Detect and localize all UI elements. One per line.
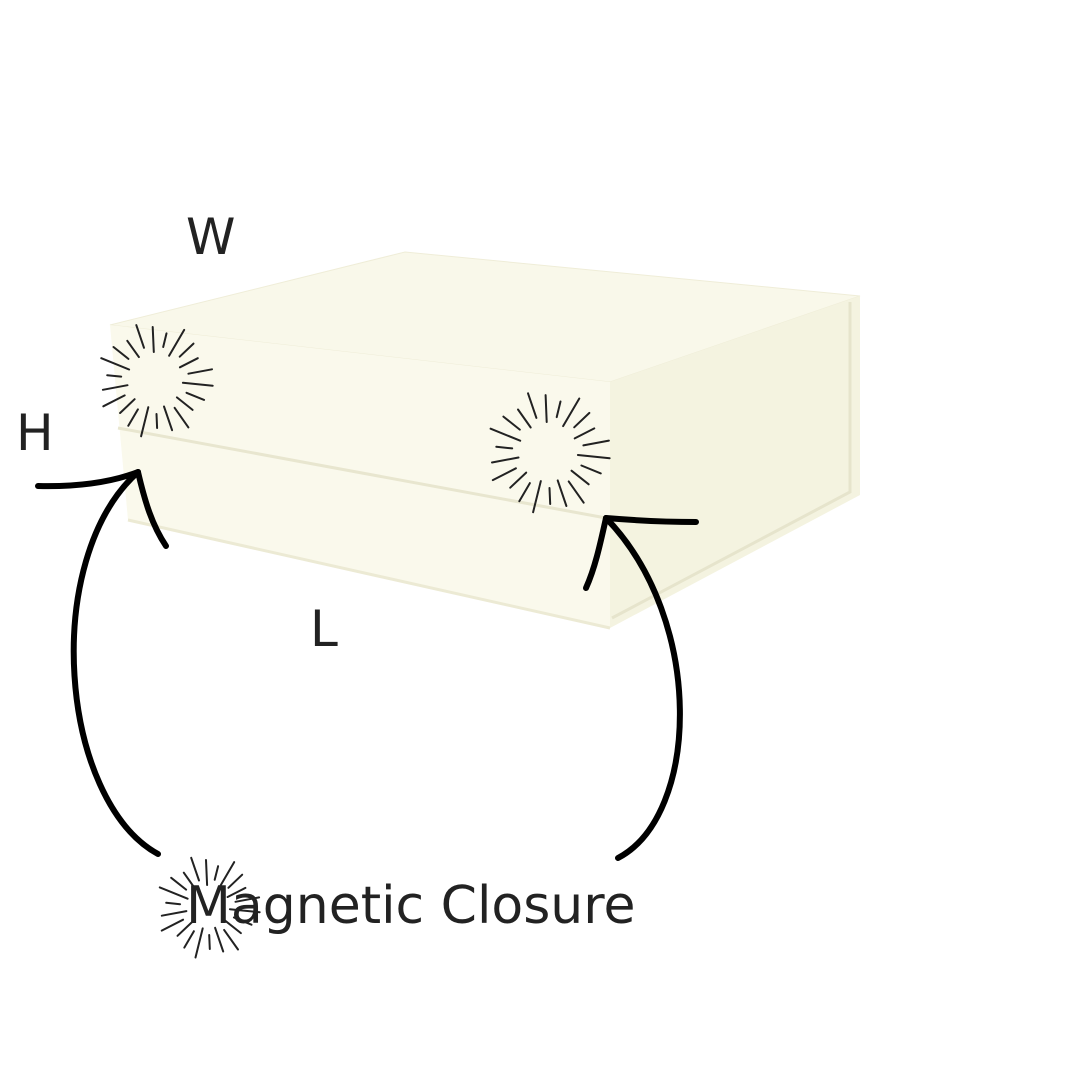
- box-lid-seam: [117, 426, 607, 520]
- box-bottom-edge: [127, 518, 611, 630]
- sparkle-ray: [102, 394, 126, 408]
- sparkle-ray: [582, 439, 610, 447]
- sparkle-ray: [491, 456, 520, 464]
- sparkle-ray: [234, 896, 261, 903]
- sparkle-ray: [502, 415, 521, 431]
- sparkle-ray: [119, 398, 136, 414]
- sparkle-ray: [182, 871, 197, 890]
- sparkle-ray: [170, 876, 188, 891]
- sparkle-ray: [495, 445, 514, 450]
- sparkle-ray: [175, 396, 194, 411]
- box-front-face: [110, 325, 610, 628]
- sparkle-ray: [173, 406, 190, 429]
- sparkle-ray: [162, 332, 168, 348]
- sparkle-ray: [573, 427, 596, 440]
- sparkle-ray: [187, 368, 213, 375]
- sparkle-ray: [544, 394, 548, 423]
- sparkle-ray: [562, 397, 581, 428]
- sparkle-ray: [155, 413, 159, 429]
- sparkle-ray: [163, 405, 174, 432]
- sparkle-ray: [181, 381, 214, 387]
- sparkle-ray: [570, 469, 590, 486]
- sparkle-ray: [151, 326, 155, 353]
- sparkle-ray: [518, 482, 531, 503]
- sparkle-ray: [176, 921, 193, 937]
- sparkle-ray: [178, 342, 195, 358]
- sparkle-ray: [135, 324, 145, 349]
- sparkle-ray: [491, 467, 517, 482]
- sparkle-ray: [548, 487, 552, 505]
- sparkle-ray: [208, 934, 211, 950]
- sparkle-ray: [100, 357, 131, 371]
- sparkle-ray: [106, 374, 123, 378]
- sparkle-ray: [101, 384, 129, 391]
- sparkle-ray: [168, 328, 186, 357]
- sparkle-ray: [224, 919, 242, 935]
- sparkle-ray: [573, 411, 591, 429]
- sparkle-ray: [190, 856, 200, 882]
- sparkle-ray: [489, 427, 522, 442]
- width-label: W: [186, 208, 236, 266]
- sparkle-ray: [185, 391, 206, 401]
- sparkle-icon: [100, 324, 214, 438]
- sparkle-ray: [160, 910, 188, 917]
- sparkle-ray: [126, 339, 140, 359]
- box-side-edge: [611, 302, 852, 620]
- length-label: L: [310, 600, 338, 658]
- sparkle-ray: [127, 408, 139, 427]
- sparkle-ray: [556, 479, 568, 507]
- sparkle-ray: [517, 408, 532, 429]
- height-label: H: [16, 404, 54, 462]
- sparkle-ray: [555, 400, 562, 419]
- sparkle-ray: [160, 918, 185, 932]
- sparkle-ray: [580, 464, 602, 475]
- sparkle-icon: [158, 856, 261, 959]
- sparkle-ray: [140, 406, 150, 438]
- sparkle-ray: [509, 471, 528, 489]
- box-right-side: [610, 296, 860, 628]
- sparkle-ray: [226, 886, 247, 898]
- sparkle-ray: [567, 480, 585, 504]
- sparkle-ray: [576, 454, 611, 460]
- sparkle-ray: [112, 346, 130, 360]
- sparkle-ray: [194, 927, 204, 959]
- sparkle-ray: [165, 901, 182, 906]
- sparkle-ray: [178, 357, 199, 369]
- sparkle-ray: [223, 928, 239, 951]
- magnetic-closure-caption: Magnetic Closure: [186, 876, 636, 936]
- sparkle-icon: [489, 392, 611, 514]
- sparkle-ray: [532, 480, 542, 514]
- sparkle-ray: [232, 916, 253, 926]
- arrow-icon: [583, 515, 699, 861]
- arrow-icon: [35, 469, 169, 857]
- sparkle-ray: [227, 873, 244, 889]
- sparkle-ray: [228, 908, 261, 914]
- sparkle-ray: [205, 859, 209, 886]
- sparkle-ray: [213, 865, 220, 881]
- sparkle-ray: [214, 926, 225, 953]
- sparkle-ray: [183, 930, 195, 949]
- gift-box: [109, 251, 861, 630]
- sparkle-ray: [527, 392, 538, 419]
- sparkle-ray: [158, 886, 189, 900]
- sparkle-ray: [218, 861, 236, 889]
